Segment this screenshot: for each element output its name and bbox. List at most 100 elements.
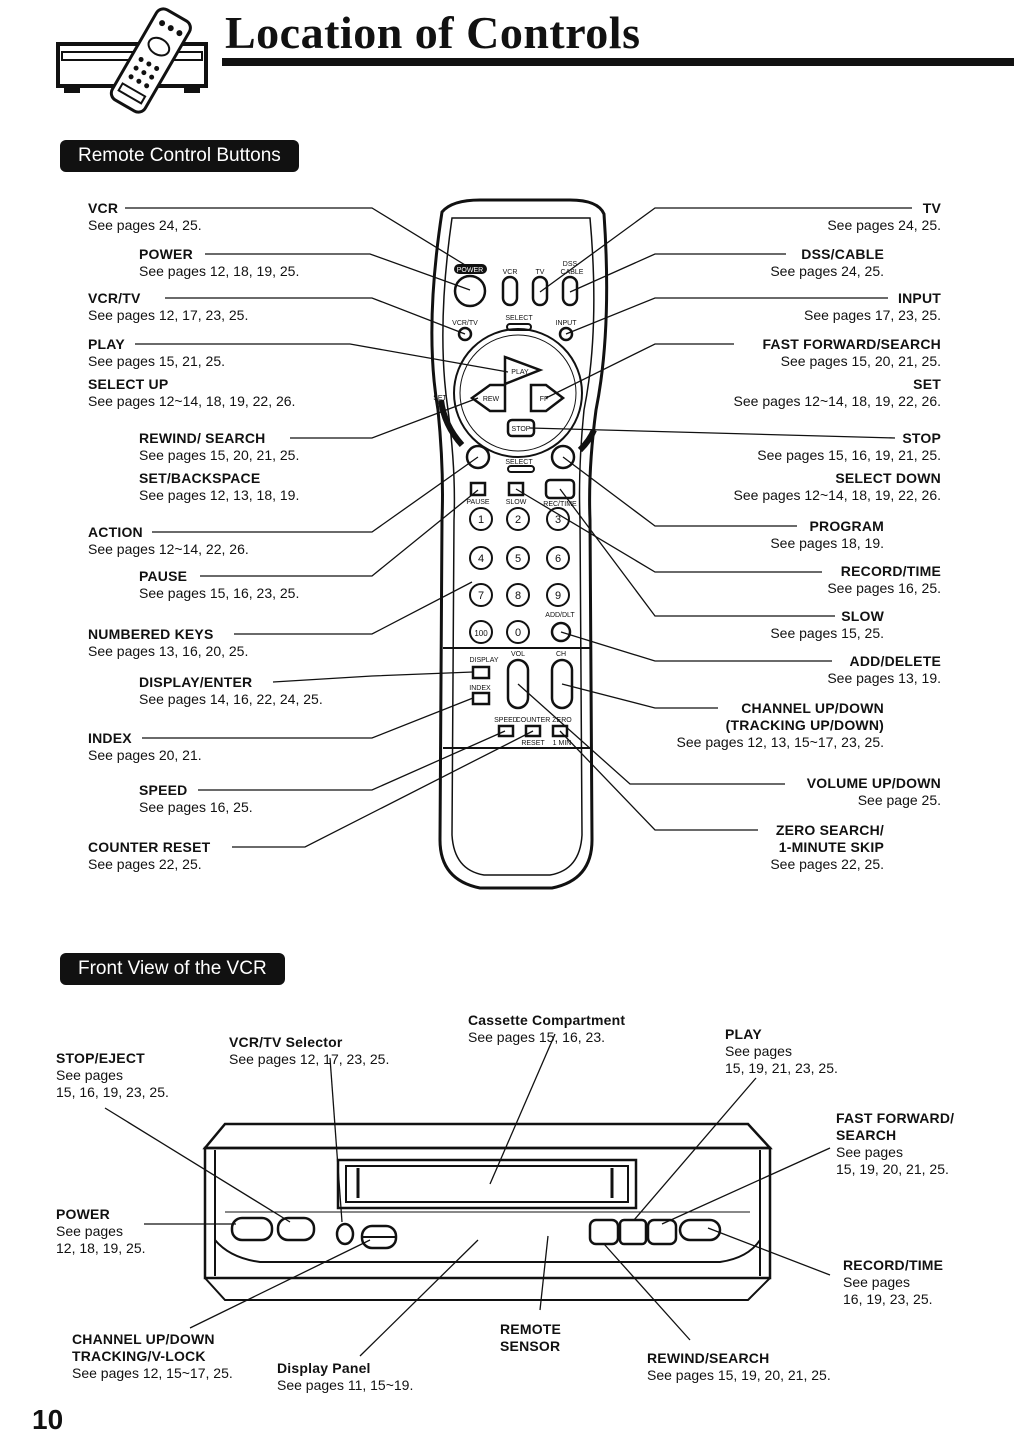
svg-text:POWER: POWER xyxy=(457,267,483,274)
svg-text:STOP: STOP xyxy=(512,426,531,433)
svg-text:4: 4 xyxy=(478,553,484,565)
add-delete-button xyxy=(550,621,572,643)
svg-text:RESET: RESET xyxy=(521,740,545,747)
index-button xyxy=(471,691,491,706)
svg-text:8: 8 xyxy=(515,590,521,602)
svg-text:SPEED: SPEED xyxy=(494,717,518,724)
svg-text:7: 7 xyxy=(478,590,484,602)
page-number: 10 xyxy=(32,1404,64,1435)
svg-text:ZERO: ZERO xyxy=(552,717,572,724)
svg-text:CH: CH xyxy=(556,651,566,658)
volume-rocker xyxy=(506,658,530,710)
vcr-channel-button xyxy=(360,1224,398,1250)
svg-text:REC/TIME: REC/TIME xyxy=(543,501,577,508)
svg-text:DSS: DSS xyxy=(563,261,578,268)
rec-time-button xyxy=(544,478,576,500)
vcr-tv-selector xyxy=(335,1222,355,1246)
vcr-ff-button xyxy=(646,1218,678,1246)
svg-text:PAUSE: PAUSE xyxy=(466,499,490,506)
svg-text:1: 1 xyxy=(478,514,484,526)
svg-text:SELECT: SELECT xyxy=(505,315,533,322)
vcr-leader-lines xyxy=(104,1033,831,1357)
label-channel-up-down: CHANNEL UP/DOWN(TRACKING UP/DOWN)See pag… xyxy=(676,700,884,750)
page-title: Location of Controls xyxy=(225,7,641,58)
svg-text:DISPLAY: DISPLAY xyxy=(469,657,498,664)
play-button xyxy=(503,355,544,386)
svg-text:FF: FF xyxy=(540,396,549,403)
remote-vcr-header-icon xyxy=(56,7,208,114)
vcrtv-button xyxy=(457,326,473,342)
svg-text:100: 100 xyxy=(474,629,488,638)
svg-text:5: 5 xyxy=(515,553,521,565)
svg-text:REW: REW xyxy=(483,396,500,403)
svg-text:INDEX: INDEX xyxy=(469,685,491,692)
svg-text:SELECT: SELECT xyxy=(505,459,533,466)
program-button xyxy=(550,444,576,470)
vcr-power-button xyxy=(230,1216,274,1242)
channel-rocker xyxy=(550,658,574,710)
svg-text:0: 0 xyxy=(515,627,521,639)
slow-button xyxy=(507,481,525,497)
svg-text:6: 6 xyxy=(555,553,561,565)
dss-cable-button xyxy=(561,275,579,307)
stop-button xyxy=(506,418,536,438)
svg-text:PLAY: PLAY xyxy=(511,369,529,376)
svg-text:VOL: VOL xyxy=(511,651,525,658)
svg-text:INPUT: INPUT xyxy=(556,320,578,327)
power-button xyxy=(453,274,487,308)
svg-text:TV: TV xyxy=(536,269,545,276)
zero-search-button xyxy=(551,724,569,738)
svg-text:3: 3 xyxy=(555,514,561,526)
svg-text:SLOW: SLOW xyxy=(506,499,527,506)
svg-text:1 MIN: 1 MIN xyxy=(553,740,572,747)
svg-text:2: 2 xyxy=(515,514,521,526)
pause-button xyxy=(469,481,487,497)
title-rule xyxy=(222,58,1014,66)
tv-mode-button xyxy=(531,275,549,307)
fast-forward-button xyxy=(529,383,566,413)
vcr-play-button xyxy=(618,1218,648,1246)
svg-text:CABLE: CABLE xyxy=(561,269,584,276)
vcr-rewind-button xyxy=(588,1218,620,1246)
display-button xyxy=(471,665,491,680)
vcr-mode-button xyxy=(501,275,519,307)
rewind-button xyxy=(469,383,507,413)
svg-text:SET: SET xyxy=(433,395,447,402)
svg-text:VCR/TV: VCR/TV xyxy=(452,320,478,327)
